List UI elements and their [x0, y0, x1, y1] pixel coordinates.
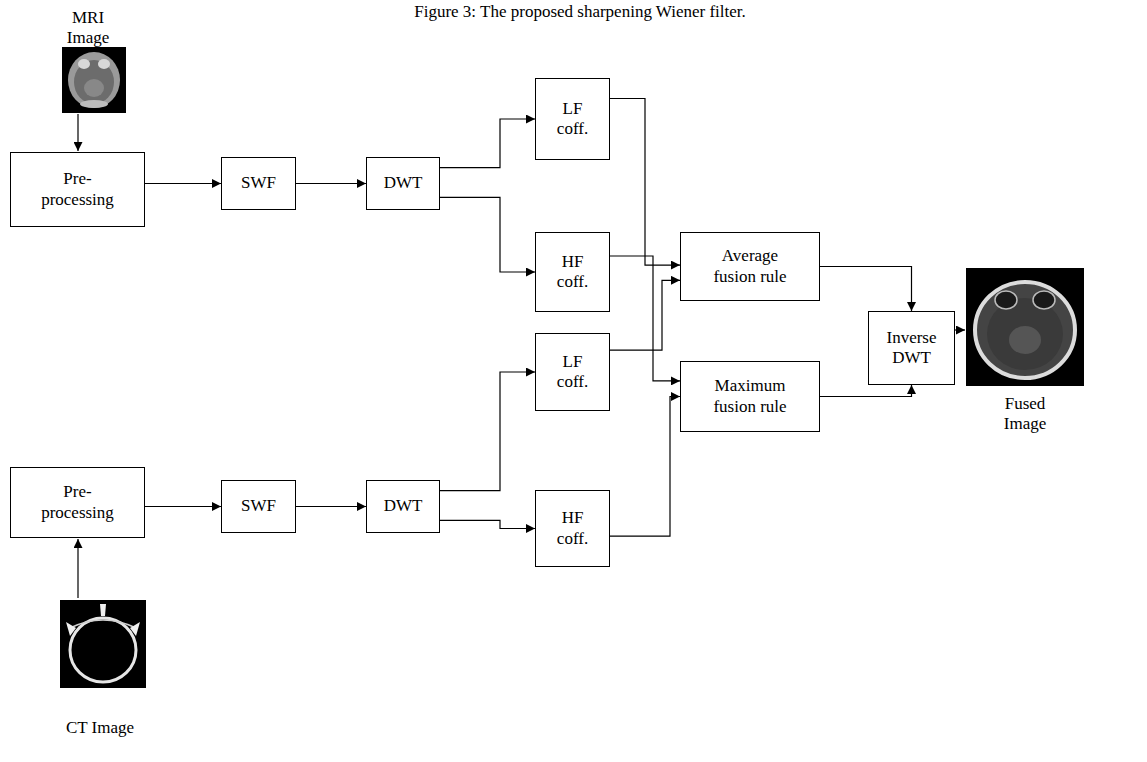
filter-box: SWF [221, 480, 296, 533]
image-arrow [77, 114, 78, 151]
transform-box: Inverse DWT [868, 311, 955, 385]
flow-arrow [440, 372, 535, 491]
image-arrow [77, 539, 78, 598]
fused-image [966, 268, 1084, 386]
flow-arrow [296, 506, 366, 507]
ct-image [60, 600, 146, 688]
image-arrow [955, 329, 965, 330]
flow-arrow [145, 506, 221, 507]
flow-arrow [440, 197, 535, 272]
image-label: CT Image [66, 718, 134, 738]
process-box: Pre-processing [10, 467, 145, 538]
mri-image [62, 47, 126, 113]
box-text: Maximum fusion rule [704, 376, 796, 417]
image-label: MRI Image [67, 8, 109, 49]
box-text: Average fusion rule [704, 246, 796, 287]
flow-arrow [610, 397, 680, 537]
image-label: Fused Image [1004, 394, 1046, 435]
fusion-box: Average fusion rule [680, 232, 820, 301]
flow-arrow [820, 267, 912, 312]
box-text: Pre-processing [41, 169, 114, 210]
coefficient-box: LF coff. [535, 78, 610, 160]
flow-arrow [820, 385, 912, 397]
box-text: DWT [384, 173, 423, 193]
coefficient-box: HF coff. [535, 490, 610, 567]
flow-arrow [610, 280, 680, 350]
fusion-box: Maximum fusion rule [680, 361, 820, 432]
box-text: LF coff. [557, 352, 588, 393]
flow-arrow [296, 183, 366, 184]
box-text: HF coff. [557, 252, 588, 293]
flow-arrow [610, 99, 680, 266]
transform-box: DWT [366, 480, 440, 533]
coefficient-box: LF coff. [535, 333, 610, 411]
box-text: SWF [241, 173, 276, 193]
box-text: SWF [241, 496, 276, 516]
box-text: LF coff. [557, 99, 588, 140]
box-text: Pre-processing [41, 482, 114, 523]
process-box: Pre-processing [10, 152, 145, 227]
box-text: Inverse DWT [886, 328, 936, 369]
figure-caption: Figure 3: The proposed sharpening Wiener… [414, 2, 746, 22]
box-text: HF coff. [557, 508, 588, 549]
coefficient-box: HF coff. [535, 232, 610, 312]
transform-box: DWT [366, 157, 440, 210]
flow-arrow [440, 520, 535, 528]
box-text: DWT [384, 496, 423, 516]
filter-box: SWF [221, 157, 296, 210]
flow-arrow [610, 256, 680, 381]
flow-arrow [145, 183, 221, 184]
flow-arrow [440, 119, 535, 168]
